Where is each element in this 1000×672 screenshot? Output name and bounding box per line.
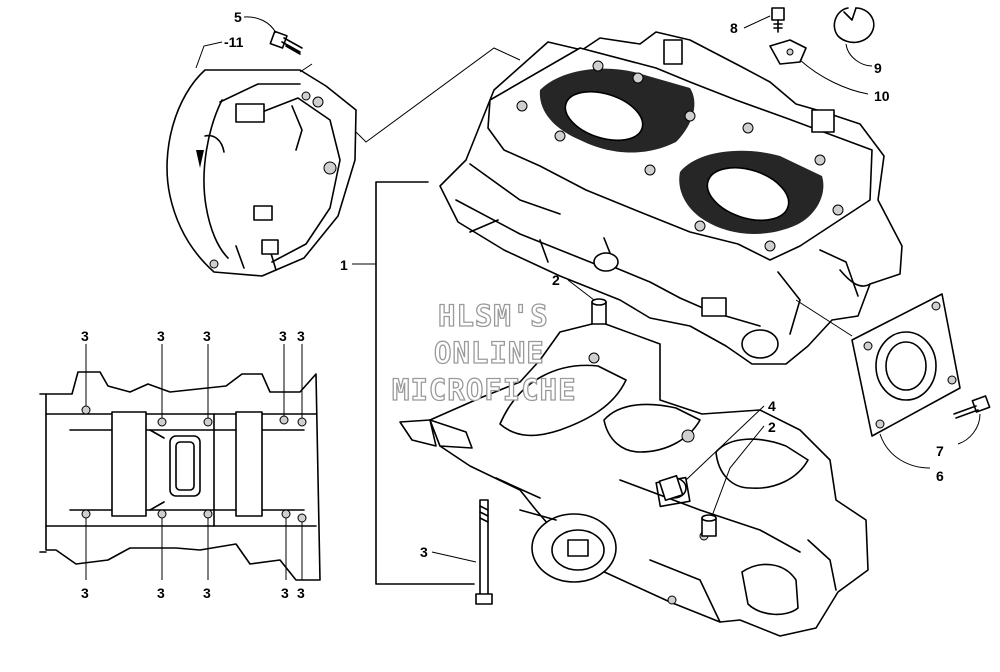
dowel-pin bbox=[701, 514, 717, 537]
callout-3-pattern: 3 bbox=[81, 585, 89, 601]
leader-line-6 bbox=[879, 433, 931, 469]
callout-labels: 5 -11 8 9 10 1 2 4 2 7 6 3 3 3 3 3 3 3 3… bbox=[81, 9, 944, 601]
watermark: HLSM'S ONLINE MICROFICHE bbox=[391, 298, 577, 407]
callout-7: 7 bbox=[936, 443, 944, 459]
leader-line-plate-to-case bbox=[795, 299, 853, 337]
watermark-line-1: HLSM'S bbox=[438, 299, 549, 333]
dowel-pin bbox=[591, 298, 607, 325]
magneto-cover-housing bbox=[166, 69, 357, 277]
leader-line-cover-to-case bbox=[299, 47, 521, 143]
assembly-bracket bbox=[375, 181, 475, 585]
bolt-pattern-leaders bbox=[85, 344, 303, 580]
cover-plate-bolt bbox=[953, 395, 991, 419]
end-cover-plate bbox=[851, 293, 961, 437]
callout-5: 5 bbox=[234, 9, 242, 25]
leader-line-2-right bbox=[711, 425, 765, 517]
callout-10: 10 bbox=[874, 88, 890, 104]
callout-3-pattern: 3 bbox=[157, 585, 165, 601]
leader-line-8 bbox=[743, 15, 771, 29]
callout-3-pattern: 3 bbox=[203, 328, 211, 344]
leader-line-4 bbox=[685, 405, 765, 481]
upper-crankcase bbox=[439, 31, 903, 365]
sensor-bracket bbox=[769, 39, 807, 65]
callout-3-bolt: 3 bbox=[420, 544, 428, 560]
callout-1: 1 bbox=[340, 257, 348, 273]
callout-2-top: 2 bbox=[552, 272, 560, 288]
watermark-line-3: MICROFICHE bbox=[392, 373, 577, 407]
callout-3-pattern: 3 bbox=[279, 328, 287, 344]
callout-3-pattern: 3 bbox=[203, 585, 211, 601]
leader-line-7 bbox=[957, 413, 981, 445]
callout-3-pattern: 3 bbox=[281, 585, 289, 601]
sensor-bolt bbox=[771, 7, 785, 33]
callout-8: 8 bbox=[730, 20, 738, 36]
leader-line-9 bbox=[845, 43, 873, 67]
callout-6: 6 bbox=[936, 468, 944, 484]
leader-line-3 bbox=[431, 551, 477, 563]
bushing bbox=[658, 474, 687, 502]
callout-2-right: 2 bbox=[768, 419, 776, 435]
callout-3-pattern: 3 bbox=[297, 328, 305, 344]
leader-line-5 bbox=[243, 16, 277, 34]
callout-9: 9 bbox=[874, 60, 882, 76]
cover-bolt bbox=[269, 30, 303, 55]
leader-line-11 bbox=[195, 41, 223, 69]
callout-3-pattern: 3 bbox=[157, 328, 165, 344]
lower-crankcase bbox=[399, 321, 869, 637]
leader-line-2-top bbox=[567, 279, 595, 301]
watermark-line-2: ONLINE bbox=[434, 336, 545, 370]
bolt-pattern-view bbox=[39, 371, 321, 581]
callout-3-pattern: 3 bbox=[81, 328, 89, 344]
callout-3-pattern: 3 bbox=[297, 585, 305, 601]
callout-11: -11 bbox=[224, 34, 244, 50]
snap-ring bbox=[833, 7, 875, 44]
crankcase-bolt bbox=[475, 499, 493, 605]
callout-4: 4 bbox=[768, 398, 776, 414]
leader-line-10 bbox=[799, 59, 869, 95]
